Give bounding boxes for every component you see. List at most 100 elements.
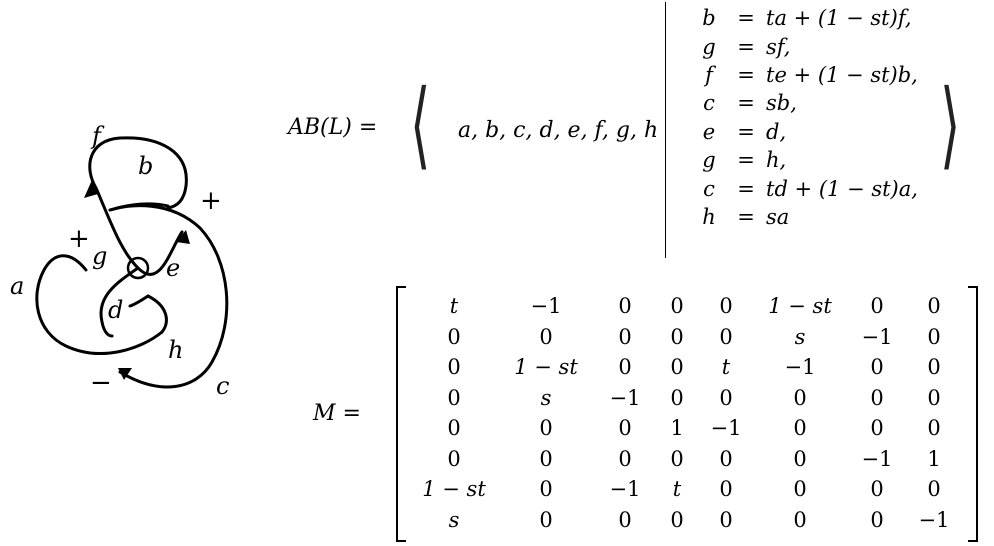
matrix-cell: 0 — [870, 507, 884, 532]
left-angle-bracket: ⟨ — [410, 70, 431, 180]
presentation-lhs: AB(L) = — [288, 115, 378, 140]
matrix-right-bracket — [968, 286, 978, 542]
matrix-cell: 1 — [670, 416, 684, 441]
relation-rhs: d, — [766, 119, 787, 144]
relation-rhs: ta + (1 − st)f, — [766, 6, 912, 31]
matrix-cell: 0 — [618, 446, 632, 471]
matrix-cell: −1 — [609, 385, 641, 410]
matrix-cell: 0 — [793, 446, 807, 471]
virtual-crossing — [126, 256, 150, 280]
generators-list: a, b, c, d, e, f, g, h — [458, 118, 659, 143]
matrix-cell: −1 — [530, 294, 562, 319]
relation-row: f = te + (1 − st)b, — [692, 61, 918, 89]
relation-row: b = ta + (1 − st)f, — [692, 4, 918, 32]
relation-equals: = — [737, 6, 755, 31]
relation-row: g = sf, — [692, 32, 918, 60]
arc-h-tail — [128, 294, 150, 308]
relation-equals: = — [737, 176, 755, 201]
matrix-cell: s — [448, 507, 460, 532]
relation-rhs: td + (1 − st)a, — [766, 176, 918, 201]
matrix-cell: 0 — [719, 324, 733, 349]
matrix-cell: 0 — [870, 416, 884, 441]
arrowhead-e — [176, 230, 190, 244]
matrix-cell: 0 — [927, 294, 941, 319]
matrix-cell: 0 — [618, 355, 632, 380]
relation-equals: = — [737, 62, 755, 87]
label-d: d — [108, 296, 124, 324]
matrix-cell: −1 — [861, 446, 893, 471]
matrix-cell: 1 − st — [768, 294, 832, 319]
arrowhead-bottom — [118, 368, 132, 380]
arc-a — [35, 254, 164, 355]
label-a: a — [10, 272, 25, 300]
label-g: g — [92, 242, 108, 270]
matrix-cell: s — [794, 324, 806, 349]
label-f: f — [92, 122, 101, 150]
relation-row: h = sa — [692, 203, 918, 231]
matrix-cell: 0 — [447, 385, 461, 410]
matrix-cell: 0 — [618, 507, 632, 532]
matrix-cell: −1 — [710, 416, 742, 441]
sign-plus-right: + — [200, 186, 222, 216]
matrix-cell: 0 — [927, 416, 941, 441]
label-h: h — [168, 336, 184, 364]
matrix-cell: 0 — [670, 294, 684, 319]
label-c: c — [216, 372, 230, 400]
matrix-cell: 0 — [793, 477, 807, 502]
relation-rhs: h, — [766, 148, 787, 173]
relation-lhs: g — [702, 34, 716, 59]
relation-lhs: g — [702, 148, 716, 173]
matrix-cell: 0 — [670, 385, 684, 410]
matrix-cell: −1 — [861, 324, 893, 349]
matrix-cell: 0 — [719, 507, 733, 532]
relation-rhs: te + (1 − st)b, — [766, 62, 918, 87]
arrowhead-top-left — [84, 180, 98, 198]
relation-equals: = — [737, 119, 755, 144]
relation-equals: = — [737, 204, 755, 229]
matrix-cell: 0 — [927, 324, 941, 349]
matrix-cell: 0 — [447, 446, 461, 471]
presentation-divider — [665, 2, 666, 258]
arc-c — [108, 204, 229, 389]
matrix-cell: 0 — [793, 416, 807, 441]
relation-lhs: e — [702, 119, 716, 144]
matrix-cell: 0 — [870, 477, 884, 502]
matrix-cell: 0 — [719, 385, 733, 410]
matrix-cell: 0 — [618, 416, 632, 441]
matrix-cell: 1 — [927, 446, 941, 471]
matrix-cell: 0 — [447, 355, 461, 380]
matrix-cell: −1 — [784, 355, 816, 380]
sign-plus-left: + — [68, 224, 90, 254]
matrix-cell: 0 — [719, 446, 733, 471]
label-b: b — [138, 152, 154, 180]
matrix-cell: 0 — [927, 355, 941, 380]
relation-equals: = — [737, 91, 755, 116]
matrix-cell: 0 — [870, 385, 884, 410]
matrix-cell: s — [540, 385, 552, 410]
matrix-cell: 0 — [447, 324, 461, 349]
matrix-cell: 0 — [539, 446, 553, 471]
matrix-cell: t — [672, 477, 682, 502]
right-angle-bracket: ⟩ — [940, 70, 961, 180]
matrix-cell: 0 — [719, 477, 733, 502]
matrix-cell: 0 — [719, 294, 733, 319]
matrix-cell: t — [449, 294, 459, 319]
arc-f — [88, 136, 188, 210]
matrix-cell: 0 — [927, 385, 941, 410]
matrix-left-bracket — [396, 286, 406, 542]
matrix-cell: 0 — [618, 324, 632, 349]
relation-rhs: sf, — [766, 34, 791, 59]
relation-row: c = td + (1 − st)a, — [692, 174, 918, 202]
matrix-cell: 0 — [539, 477, 553, 502]
matrix-cell: 0 — [670, 446, 684, 471]
arc-h — [146, 294, 168, 334]
relation-lhs: c — [703, 91, 715, 116]
matrix-lhs: M = — [313, 401, 361, 426]
relation-lhs: h — [702, 204, 716, 229]
relation-lhs: f — [705, 62, 713, 87]
